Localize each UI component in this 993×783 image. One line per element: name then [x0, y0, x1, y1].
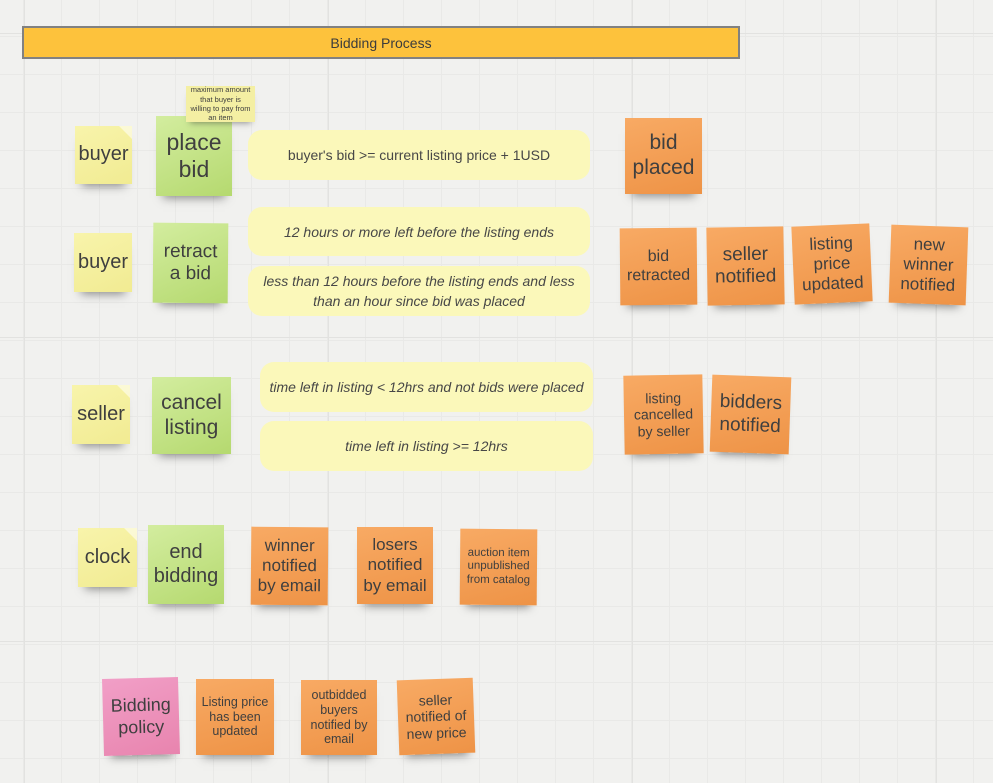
- sticky-seller-notified[interactable]: seller notified: [706, 226, 785, 306]
- sticky-new-winner-notified-label: new winner notified: [900, 234, 956, 295]
- sticky-clock[interactable]: clock: [78, 528, 137, 587]
- condition-less-than-12-hours[interactable]: less than 12 hours before the listing en…: [248, 266, 590, 316]
- sticky-bid-placed-label: bid placed: [632, 131, 695, 179]
- sticky-losers-notified-by-email[interactable]: losers notified by email: [357, 527, 433, 604]
- sticky-buyer-1[interactable]: buyer: [75, 126, 132, 184]
- sticky-winner-notified-by-email-label: winner notified by email: [257, 535, 322, 596]
- condition-bid-amount[interactable]: buyer's bid >= current listing price + 1…: [248, 130, 590, 180]
- sticky-seller-notified-of-new-price-label: seller notified of new price: [405, 691, 467, 742]
- condition-time-left-lt-12hrs[interactable]: time left in listing < 12hrs and not bid…: [260, 362, 593, 412]
- sticky-bidding-policy-label: Bidding policy: [110, 694, 171, 738]
- sticky-seller-notified-of-new-price[interactable]: seller notified of new price: [396, 677, 476, 756]
- sticky-listing-price-updated-label: listing price updated: [801, 233, 864, 295]
- condition-time-left-lt-12hrs-label: time left in listing < 12hrs and not bid…: [269, 379, 584, 395]
- sticky-auction-item-unpublished[interactable]: auction item unpublished from catalog: [459, 528, 538, 606]
- sticky-buyer-1-label: buyer: [78, 143, 129, 166]
- board-title[interactable]: Bidding Process: [22, 26, 740, 59]
- condition-less-than-12-hours-label: less than 12 hours before the listing en…: [263, 272, 575, 309]
- board-title-label: Bidding Process: [330, 34, 432, 51]
- sticky-outbidded-buyers-notified[interactable]: outbidded buyers notified by email: [301, 680, 377, 755]
- sticky-outbidded-buyers-notified-label: outbidded buyers notified by email: [310, 688, 368, 747]
- sticky-bid-retracted[interactable]: bid retracted: [619, 227, 698, 306]
- sticky-retract-a-bid-label: retract a bid: [163, 240, 218, 285]
- sticky-seller-label: seller: [77, 402, 125, 425]
- sticky-end-bidding-label: end bidding: [153, 540, 219, 587]
- sticky-bidding-policy[interactable]: Bidding policy: [102, 677, 180, 756]
- sticky-bid-placed[interactable]: bid placed: [625, 118, 702, 194]
- sticky-place-bid[interactable]: place bid: [156, 116, 232, 196]
- sticky-seller[interactable]: seller: [72, 385, 130, 444]
- sticky-buyer-2-label: buyer: [77, 250, 129, 273]
- sticky-listing-price-has-been-updated[interactable]: Listing price has been updated: [196, 679, 274, 755]
- condition-12-hours-or-more[interactable]: 12 hours or more left before the listing…: [248, 207, 590, 256]
- sticky-buyer-2[interactable]: buyer: [74, 233, 132, 292]
- sticky-listing-cancelled-by-seller-label: listing cancelled by seller: [633, 389, 694, 440]
- sticky-cancel-listing-label: cancel listing: [161, 390, 222, 439]
- condition-time-left-gte-12hrs[interactable]: time left in listing >= 12hrs: [260, 421, 593, 471]
- sticky-listing-price-updated[interactable]: listing price updated: [791, 223, 873, 305]
- condition-bid-amount-label: buyer's bid >= current listing price + 1…: [287, 147, 551, 163]
- condition-time-left-gte-12hrs-label: time left in listing >= 12hrs: [345, 438, 508, 454]
- annotation-max-amount[interactable]: maximum amount that buyer is willing to …: [186, 85, 255, 123]
- sticky-clock-label: clock: [84, 545, 131, 568]
- sticky-bidders-notified[interactable]: bidders notified: [709, 374, 792, 455]
- sticky-listing-price-has-been-updated-label: Listing price has been updated: [201, 694, 269, 739]
- sticky-seller-notified-label: seller notified: [714, 243, 777, 288]
- sticky-bidders-notified-label: bidders notified: [719, 391, 783, 437]
- sticky-winner-notified-by-email[interactable]: winner notified by email: [250, 526, 329, 606]
- annotation-max-amount-label: maximum amount that buyer is willing to …: [190, 85, 251, 123]
- sticky-retract-a-bid[interactable]: retract a bid: [152, 222, 229, 304]
- sticky-end-bidding[interactable]: end bidding: [148, 525, 224, 604]
- sticky-bid-retracted-label: bid retracted: [626, 247, 691, 284]
- sticky-auction-item-unpublished-label: auction item unpublished from catalog: [466, 546, 531, 587]
- sticky-listing-cancelled-by-seller[interactable]: listing cancelled by seller: [623, 374, 704, 455]
- condition-12-hours-or-more-label: 12 hours or more left before the listing…: [283, 223, 555, 240]
- sticky-losers-notified-by-email-label: losers notified by email: [363, 535, 427, 595]
- sticky-place-bid-label: place bid: [166, 128, 222, 182]
- sticky-new-winner-notified[interactable]: new winner notified: [888, 224, 969, 306]
- sticky-cancel-listing[interactable]: cancel listing: [152, 377, 231, 454]
